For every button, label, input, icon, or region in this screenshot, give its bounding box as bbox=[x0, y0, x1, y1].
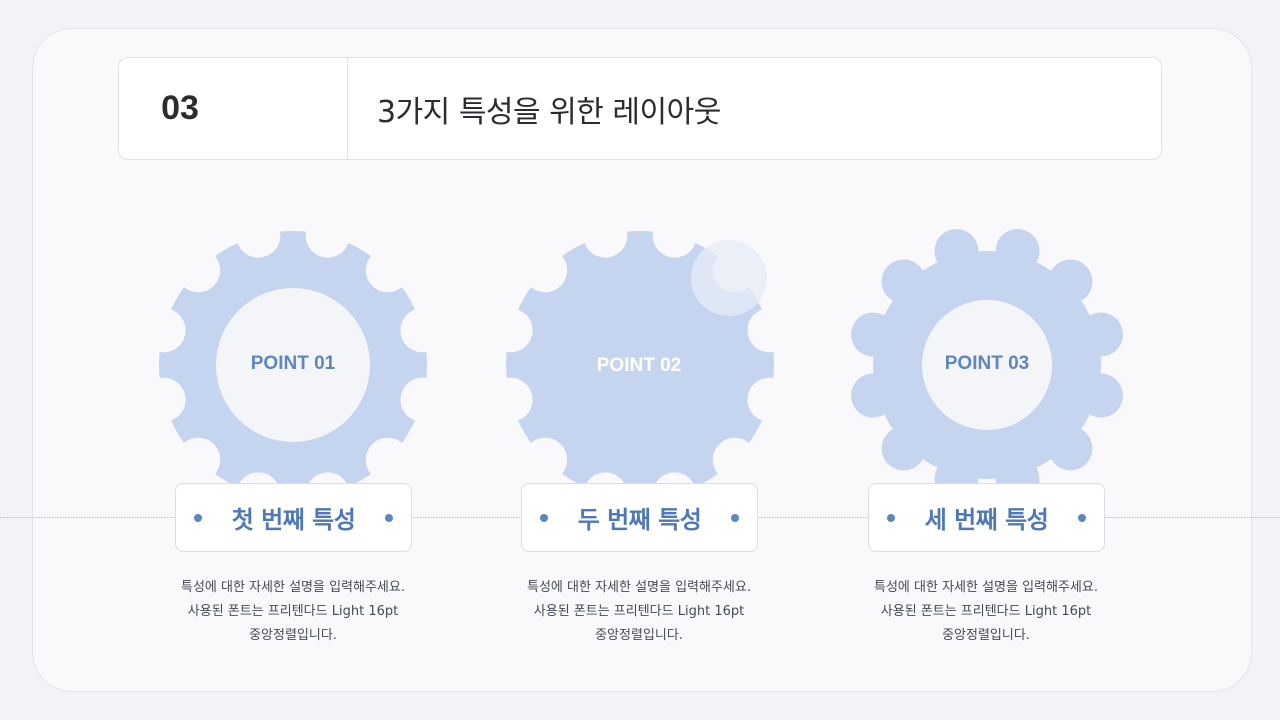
section-number: 03 bbox=[161, 89, 199, 127]
section-header: 03 3가지 특성을 위한 레이아웃 bbox=[118, 57, 1162, 160]
description-line: 사용된 폰트는 프리텐다드 Light 16pt bbox=[880, 604, 1092, 619]
bullet-dot-icon bbox=[887, 513, 895, 522]
bullet-dot-icon bbox=[385, 513, 393, 522]
bullet-dot-icon bbox=[540, 513, 548, 522]
point-label-2: POINT 02 bbox=[596, 355, 682, 376]
feature-description-1: 특성에 대한 자세한 설명을 입력해주세요. 사용된 폰트는 프리텐다드 Lig… bbox=[143, 576, 443, 648]
header-divider bbox=[347, 58, 348, 159]
feature-description-3: 특성에 대한 자세한 설명을 입력해주세요. 사용된 폰트는 프리텐다드 Lig… bbox=[836, 576, 1136, 648]
description-line: 중앙정렬입니다. bbox=[249, 628, 337, 643]
bullet-dot-icon bbox=[1078, 513, 1086, 522]
bullet-dot-icon bbox=[731, 513, 739, 522]
feature-title-card-2: 두 번째 특성 bbox=[521, 483, 758, 552]
bullet-dot-icon bbox=[194, 513, 202, 522]
description-line: 특성에 대한 자세한 설명을 입력해주세요. bbox=[181, 580, 405, 595]
description-line: 사용된 폰트는 프리텐다드 Light 16pt bbox=[533, 604, 745, 619]
feature-title-card-1: 첫 번째 특성 bbox=[175, 483, 412, 552]
description-line: 중앙정렬입니다. bbox=[942, 628, 1030, 643]
gear-icon-1 bbox=[141, 213, 445, 517]
feature-title-1: 첫 번째 특성 bbox=[231, 506, 356, 534]
feature-title-2: 두 번째 특성 bbox=[577, 506, 702, 534]
page-title: 3가지 특성을 위한 레이아웃 bbox=[377, 94, 721, 130]
feature-description-2: 특성에 대한 자세한 설명을 입력해주세요. 사용된 폰트는 프리텐다드 Lig… bbox=[489, 576, 789, 648]
point-label-1: POINT 01 bbox=[250, 353, 336, 374]
feature-title-3: 세 번째 특성 bbox=[924, 506, 1049, 534]
gear-icon-3 bbox=[851, 229, 1123, 501]
point-label-3: POINT 03 bbox=[944, 353, 1030, 374]
description-line: 특성에 대한 자세한 설명을 입력해주세요. bbox=[874, 580, 1098, 595]
feature-title-card-3: 세 번째 특성 bbox=[868, 483, 1105, 552]
description-line: 사용된 폰트는 프리텐다드 Light 16pt bbox=[187, 604, 399, 619]
description-line: 특성에 대한 자세한 설명을 입력해주세요. bbox=[527, 580, 751, 595]
description-line: 중앙정렬입니다. bbox=[595, 628, 683, 643]
